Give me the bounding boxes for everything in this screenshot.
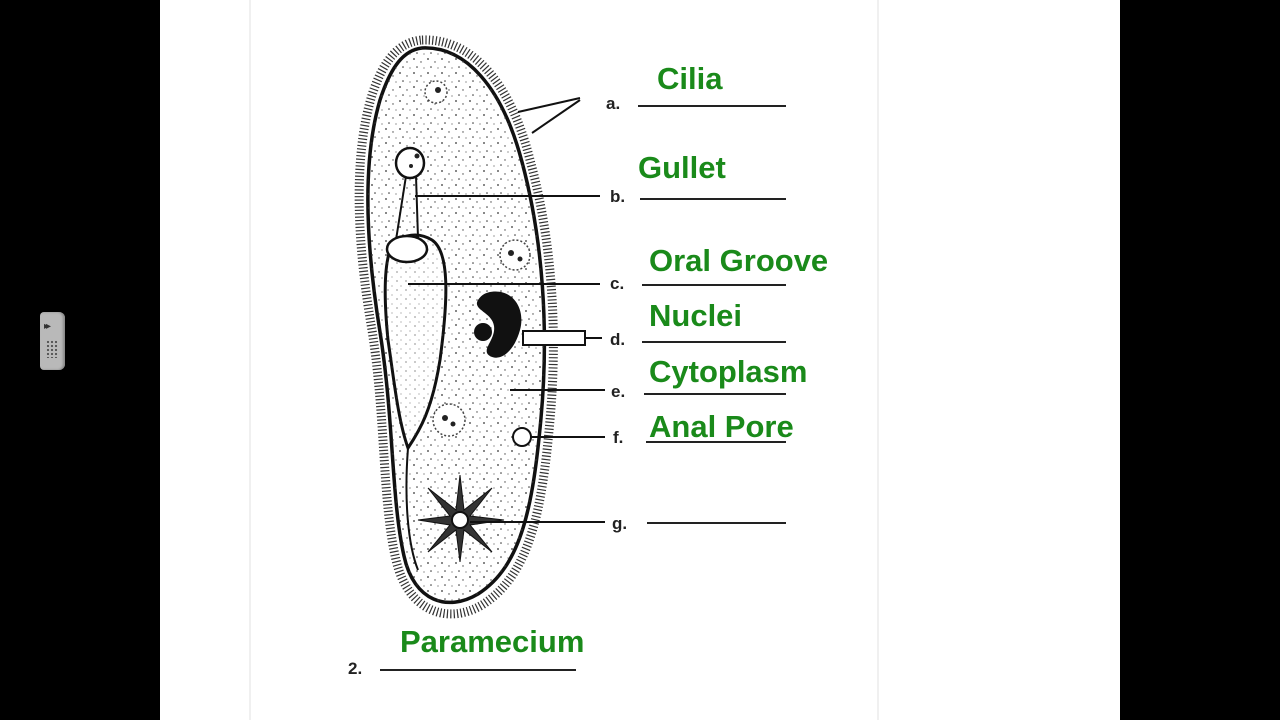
side-panel-toggle-button[interactable]: ▸▸: [40, 312, 65, 370]
answer-d: Nuclei: [649, 298, 743, 333]
label-f-letter: f.: [613, 428, 623, 447]
answer-e: Cytoplasm: [649, 354, 808, 389]
oral-groove-stipple: [385, 235, 446, 448]
fast-forward-icon: ▸▸: [44, 321, 51, 332]
anal-pore-shape: [512, 427, 532, 447]
food-vacuole: [499, 239, 531, 271]
answer-a: Cilia: [657, 61, 723, 96]
leader-lines: [408, 97, 605, 523]
worksheet-page: a. b. c. d. e. f. g. 2. Cilia Gullet Ora…: [160, 0, 1120, 720]
grip-icon: [46, 340, 58, 358]
oral-groove-seam: [405, 447, 419, 571]
answer-blanks: [380, 105, 786, 671]
label-e-letter: e.: [611, 382, 625, 401]
food-vacuole: [432, 403, 466, 437]
contractile-vacuole: [417, 474, 505, 563]
answer-b: Gullet: [638, 150, 726, 185]
cytoplasm-stipple: [367, 47, 545, 603]
answer-f: Anal Pore: [649, 409, 794, 444]
micronucleus: [474, 323, 492, 341]
question-number: 2.: [348, 659, 362, 678]
label-b-letter: b.: [610, 187, 625, 206]
gullet-vacuole: [394, 146, 426, 180]
paramecium-diagram: a. b. c. d. e. f. g. 2.: [249, 0, 879, 720]
gullet-tube: [395, 175, 419, 241]
label-c-letter: c.: [610, 274, 624, 293]
label-g-letter: g.: [612, 514, 627, 533]
macronucleus: [476, 291, 522, 358]
label-a-letter: a.: [606, 94, 620, 113]
food-vacuole-forming: [385, 234, 429, 264]
cilia-fringe: [354, 35, 558, 619]
answer-c: Oral Groove: [649, 243, 829, 278]
answer-organism: Paramecium: [400, 624, 585, 659]
label-d-letter: d.: [610, 330, 625, 349]
